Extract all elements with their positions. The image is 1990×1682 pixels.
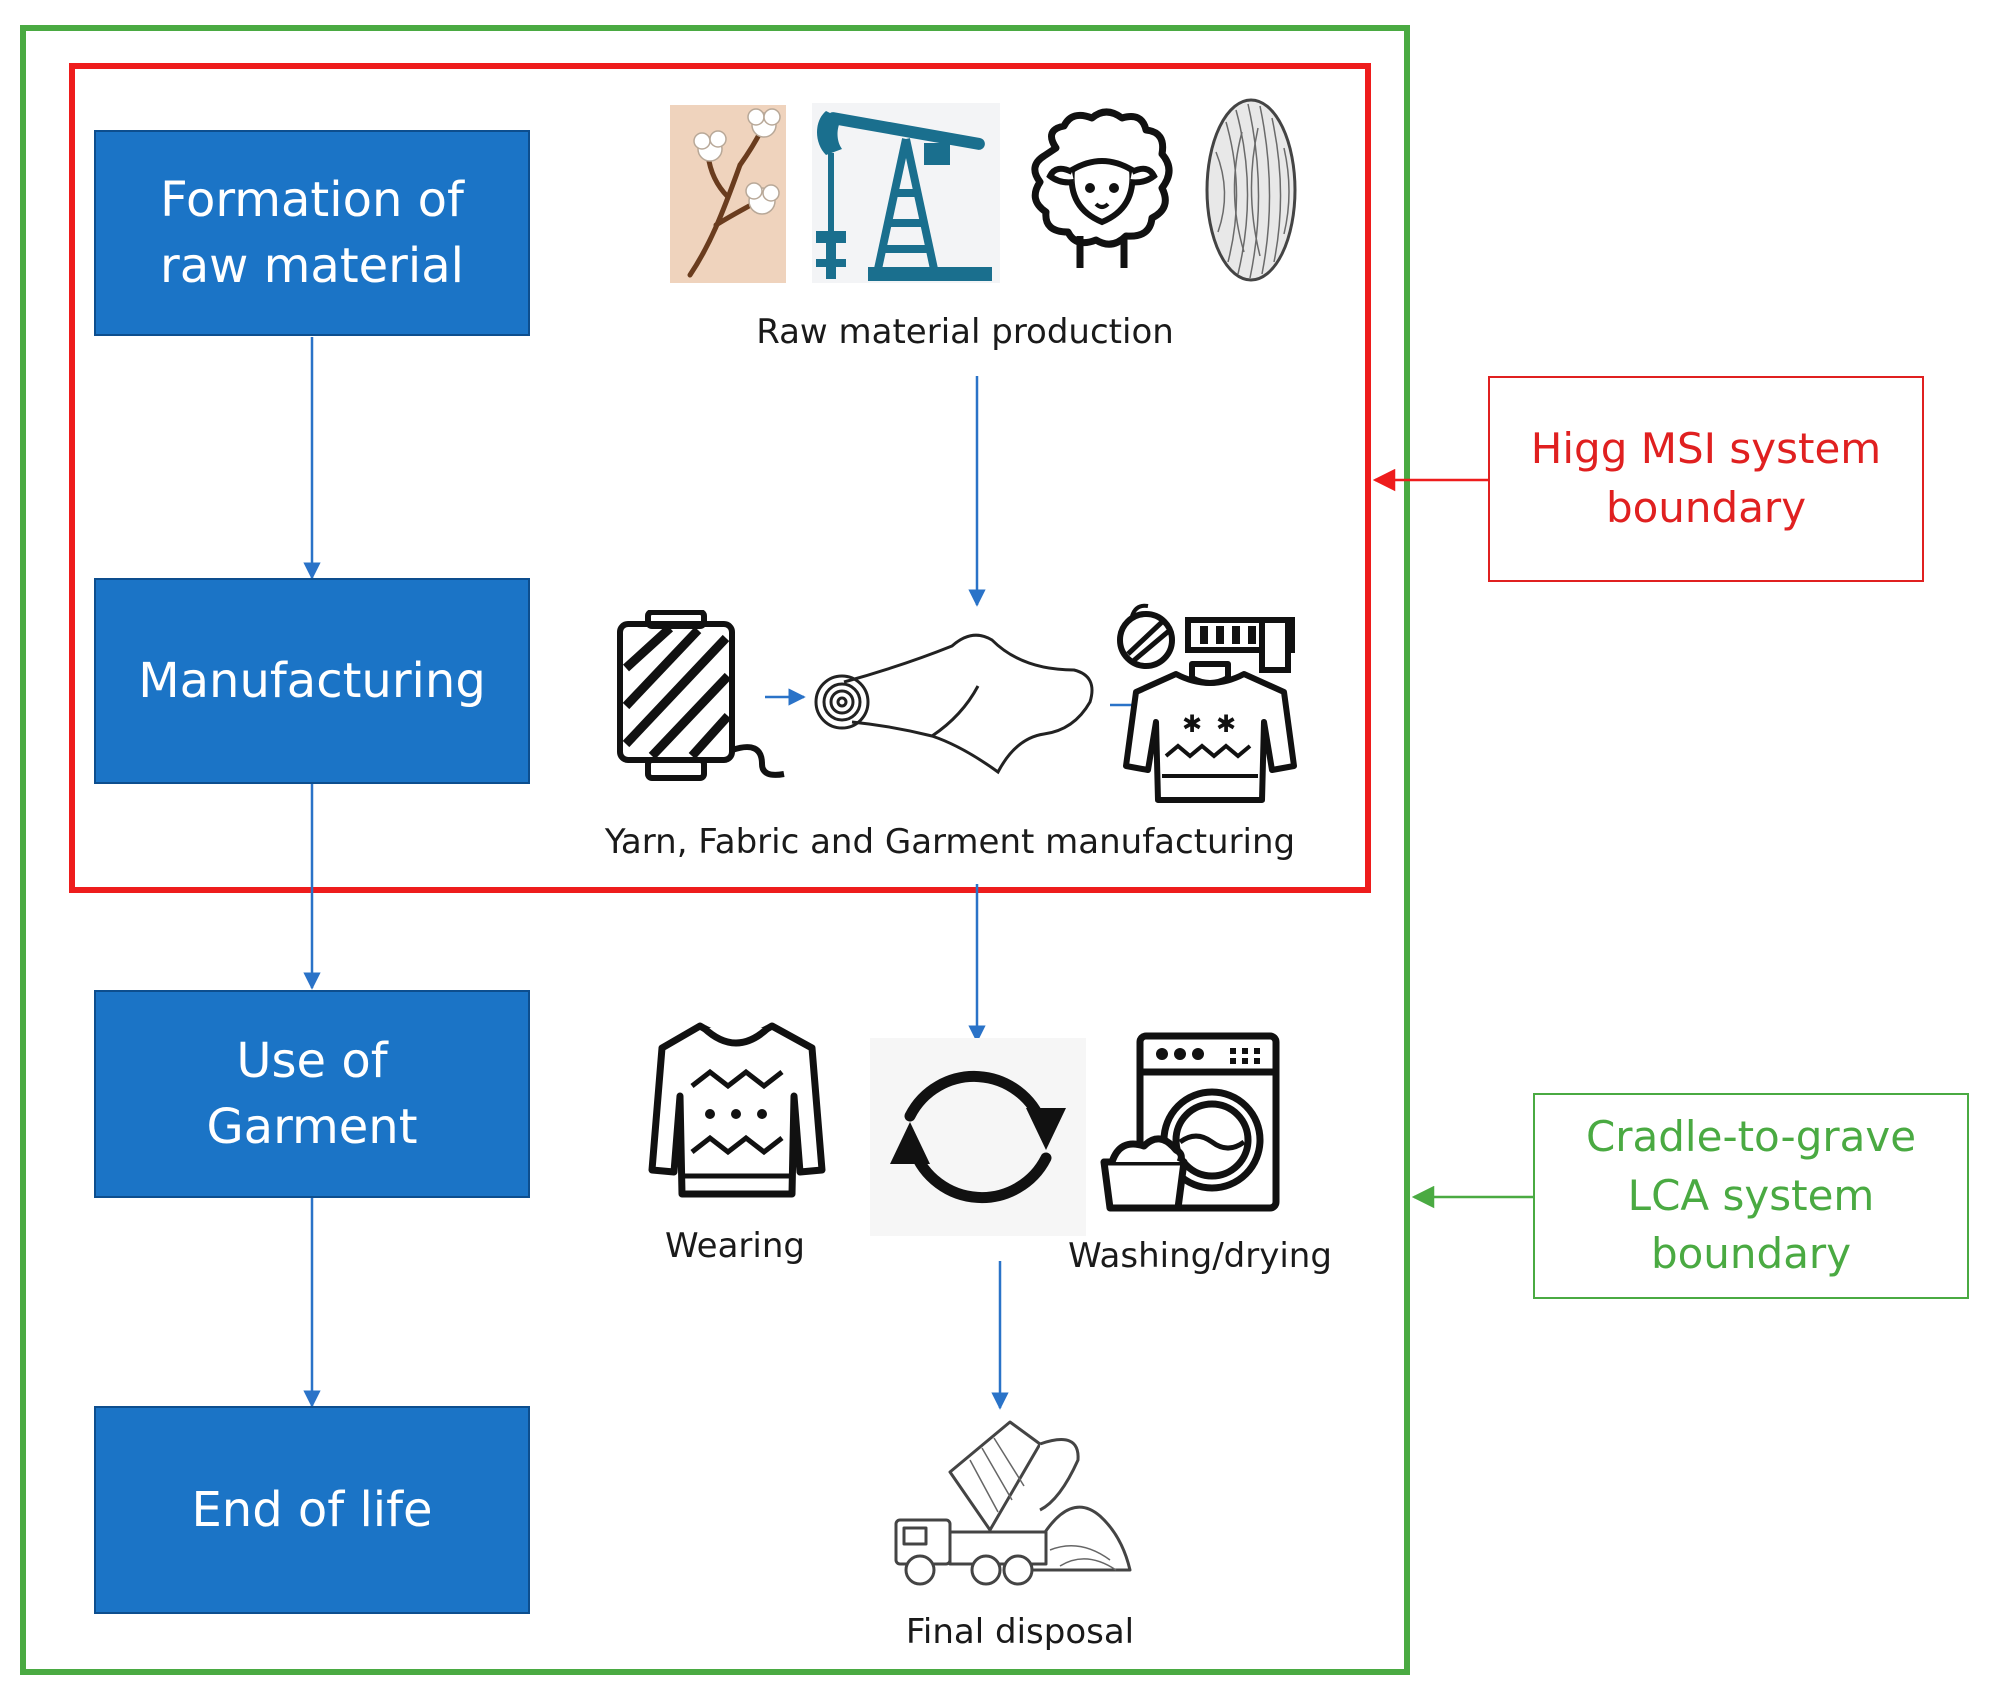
cotton-icon — [670, 105, 786, 283]
sweater-icon — [648, 1022, 826, 1198]
yarn-spool-icon — [617, 610, 785, 781]
lca-boundary-legend: Cradle-to-grave LCA system boundary — [1533, 1093, 1969, 1299]
cycle-arrows-icon — [870, 1038, 1086, 1236]
wool-fiber-icon — [1205, 98, 1297, 282]
svg-text:✱: ✱ — [1182, 710, 1202, 738]
raw-material-caption: Raw material production — [756, 312, 1174, 352]
oil-pump-icon — [812, 103, 1000, 283]
step-formation-of-raw-material: Formation of raw material — [94, 130, 530, 336]
washing-machine-icon — [1100, 1032, 1280, 1212]
svg-text:✱: ✱ — [1216, 710, 1236, 738]
washing-caption: Washing/drying — [1068, 1236, 1332, 1276]
step-use-of-garment: Use of Garment — [94, 990, 530, 1198]
knitted-sweater-icon: ✱ ✱ — [1117, 603, 1297, 803]
dump-truck-icon — [894, 1420, 1132, 1586]
step-end-of-life: End of life — [94, 1406, 530, 1614]
msi-boundary-frame — [69, 63, 1371, 893]
lca-boundary-frame — [20, 25, 1410, 1675]
sheep-icon — [1031, 108, 1173, 268]
manufacturing-caption: Yarn, Fabric and Garment manufacturing — [604, 822, 1296, 862]
step-manufacturing: Manufacturing — [94, 578, 530, 784]
wearing-caption: Wearing — [665, 1226, 805, 1266]
fabric-roll-icon — [814, 633, 1094, 775]
msi-boundary-legend: Higg MSI system boundary — [1488, 376, 1924, 582]
disposal-caption: Final disposal — [905, 1612, 1135, 1652]
